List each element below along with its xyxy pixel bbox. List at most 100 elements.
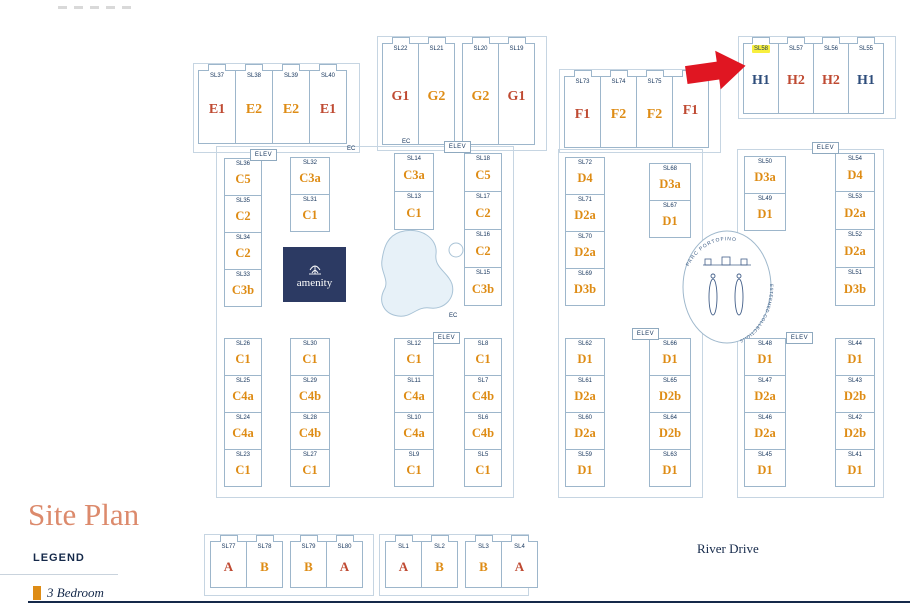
- lot-number: SL37: [209, 73, 224, 79]
- lot-number: SL6: [477, 415, 489, 421]
- unit-type-label: C4a: [403, 426, 425, 440]
- unit-type-label: G2: [471, 88, 490, 104]
- lot-number: SL54: [847, 156, 862, 162]
- roof-notch: [219, 535, 238, 542]
- unit-cell[interactable]: F1: [672, 70, 709, 148]
- lot-number: SL70: [577, 234, 592, 240]
- elevator-label: ELEV: [812, 142, 839, 154]
- lot-number: SL42: [847, 415, 862, 421]
- lot-number: SL7: [477, 378, 489, 384]
- unit-type-label: D2b: [843, 426, 867, 440]
- unit-type-label: C1: [406, 352, 422, 366]
- unit-type-label: D1: [847, 463, 863, 477]
- unit-type-label: D1: [577, 352, 593, 366]
- unit-type-label: D1: [662, 214, 678, 228]
- lot-number: SL19: [509, 46, 524, 52]
- elevator-label: ELEV: [786, 332, 813, 344]
- roof-notch: [430, 535, 449, 542]
- lot-number: SL35: [235, 198, 250, 204]
